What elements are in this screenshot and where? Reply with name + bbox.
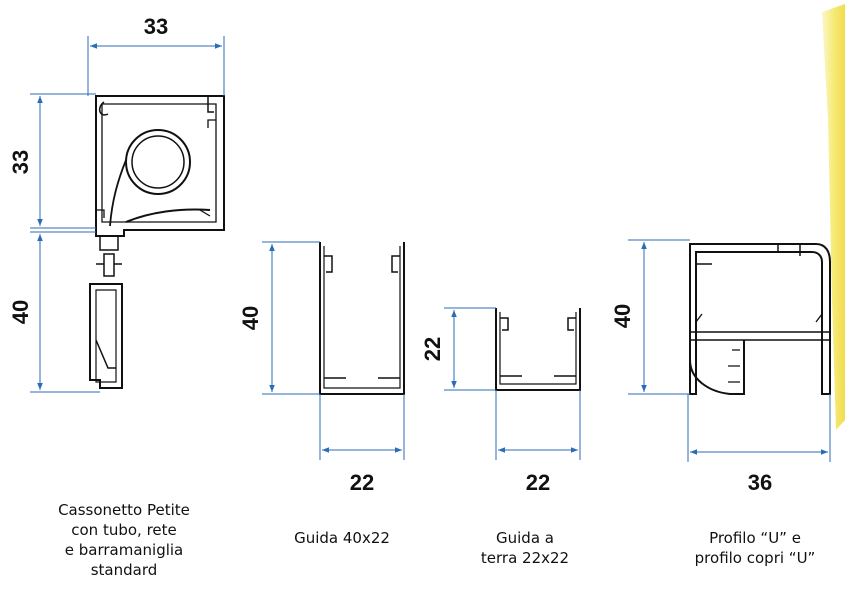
cassonetto-bar-height-label: 40 [8, 300, 33, 324]
profilo-u-profile [689, 243, 831, 395]
yellow-accent-shape [822, 4, 845, 430]
guida-terra-profile [495, 308, 581, 391]
guida-terra-height-label: 22 [420, 337, 445, 361]
cassonetto-width-label: 33 [144, 14, 168, 39]
cassonetto-height-label: 33 [8, 150, 33, 174]
caption-profilo-u: Profilo “U” e profilo copri “U” [694, 529, 816, 567]
profilo-height-label: 40 [610, 304, 635, 328]
guida-height-label: 40 [238, 306, 263, 330]
cassonetto-profile [89, 95, 225, 389]
guida-profile [319, 242, 405, 395]
dimension-lines [30, 36, 831, 462]
guida-width-label: 22 [350, 470, 374, 495]
guida-terra-width-label: 22 [526, 470, 550, 495]
caption-guida-terra: Guida a terra 22x22 [480, 529, 570, 567]
caption-cassonetto: Cassonetto Petite con tubo, rete e barra… [58, 501, 190, 579]
profilo-width-label: 36 [748, 470, 772, 495]
caption-guida: Guida 40x22 [294, 529, 390, 547]
